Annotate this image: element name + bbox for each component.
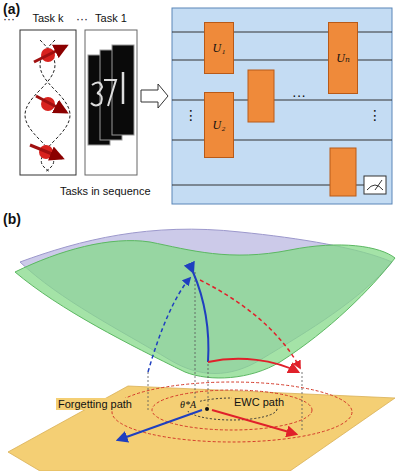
ellipsis: ··· (76, 13, 88, 26)
task-panel: Task k (18, 12, 78, 177)
node-text: Task 1 (83, 12, 139, 24)
ellipsis: ··· (292, 88, 306, 103)
node-text: U₂ (213, 118, 226, 133)
node-text: Uₙ (336, 51, 350, 66)
task-panel: Task 1 (83, 12, 139, 177)
unitary-gate: U₂ (204, 92, 234, 158)
ellipsis: ··· (3, 13, 15, 26)
node-text: U₁ (213, 41, 226, 56)
parameter-label: θ*A (178, 399, 198, 410)
path-label: Forgetting path (56, 398, 134, 410)
node-text: Task k (18, 12, 78, 24)
spin-chain-panel (20, 30, 76, 175)
path-label: EWC path (232, 396, 286, 408)
unitary-gate: Uₙ (328, 22, 358, 94)
digit-images (85, 30, 137, 175)
caption-text: Tasks in sequence (60, 185, 151, 197)
loss-landscape (8, 229, 395, 471)
ellipsis: ⋮ (184, 108, 198, 123)
unitary-gate: U₁ (204, 22, 234, 74)
panel-letter: (b) (3, 212, 21, 227)
flow-arrow (141, 84, 168, 108)
quantum-circuit (172, 8, 392, 204)
ellipsis: ⋮ (368, 108, 382, 123)
